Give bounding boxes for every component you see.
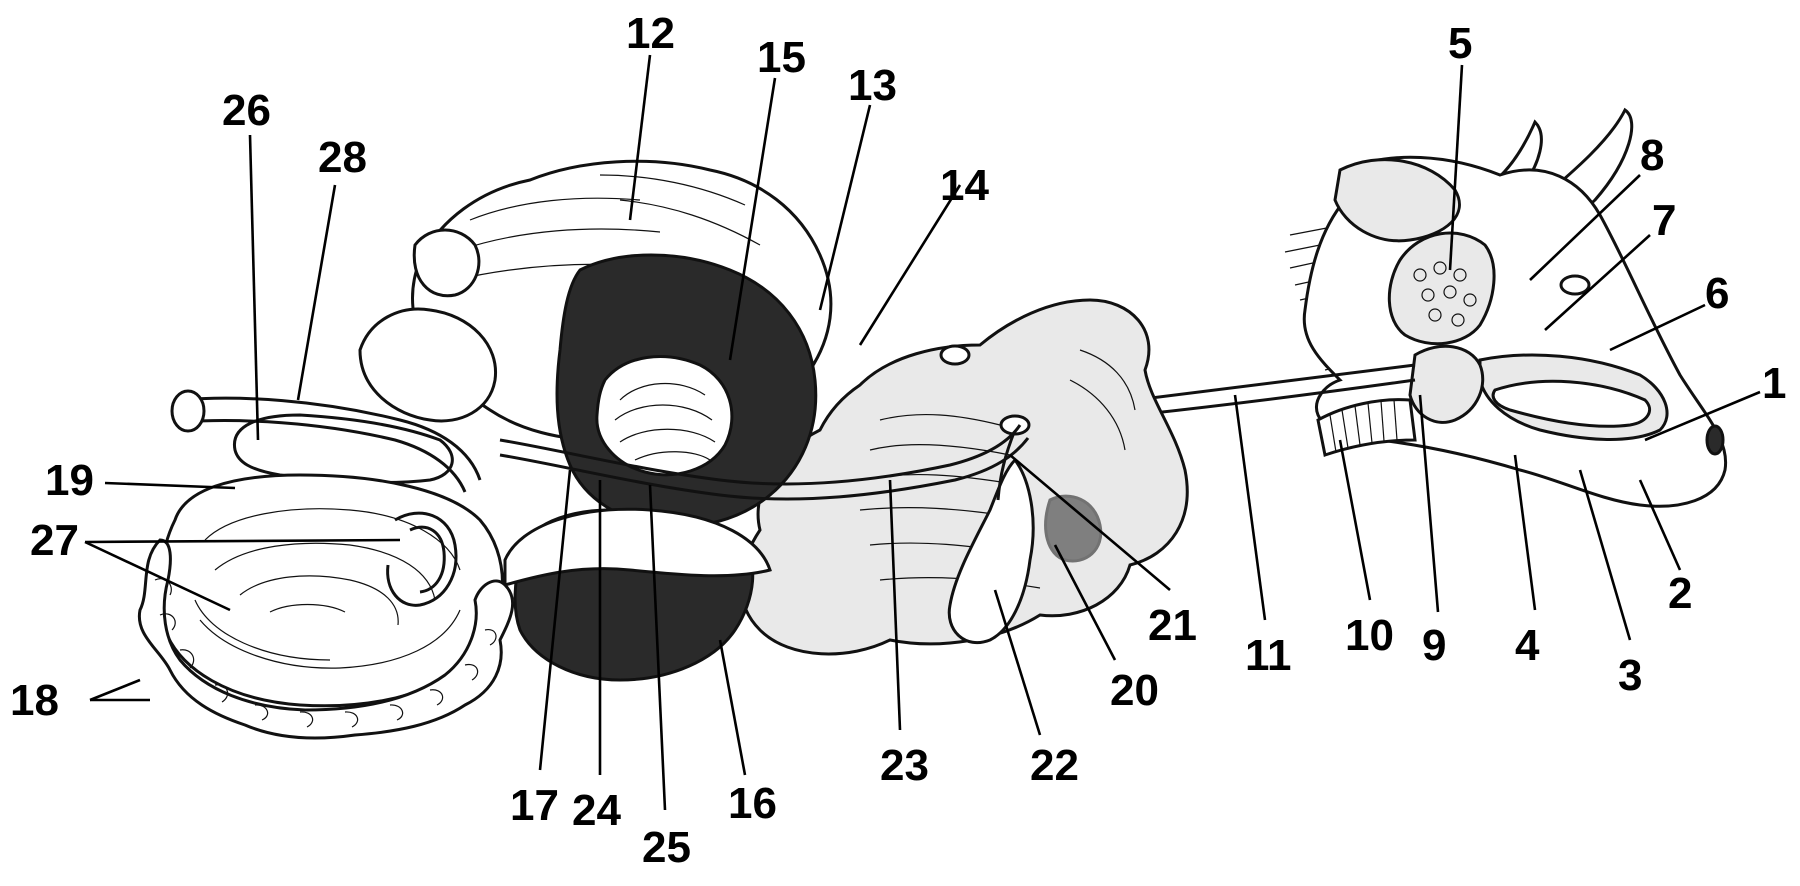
callout-9: 9 (1422, 621, 1446, 670)
colon-loop (386, 511, 458, 607)
callout-labels: 1 2 3 4 5 6 7 8 9 10 11 12 13 14 15 16 1… (10, 9, 1786, 872)
leader-20 (1053, 544, 1117, 661)
leader-27b (84, 540, 231, 612)
head-illustration (1284, 107, 1728, 508)
callout-4: 4 (1515, 621, 1540, 670)
pancreas (1044, 494, 1103, 563)
callout-23: 23 (880, 741, 929, 790)
leader-18a (89, 678, 141, 702)
pharynx (1408, 344, 1485, 424)
callout-17: 17 (510, 781, 559, 830)
callout-10: 10 (1345, 611, 1394, 660)
callout-26: 26 (222, 86, 271, 135)
leader-16 (718, 639, 747, 776)
jejunum (137, 538, 515, 740)
duodenum (499, 424, 1022, 486)
leader-12 (628, 54, 652, 221)
callout-27: 27 (30, 516, 79, 565)
rumen-cranial-lobe (358, 307, 498, 423)
callout-1: 1 (1762, 359, 1786, 408)
leader-14 (858, 184, 962, 346)
parotid-gland (1387, 231, 1496, 346)
leader-3 (1578, 469, 1632, 641)
intestines (137, 389, 515, 740)
callout-13: 13 (848, 61, 897, 110)
callout-2: 2 (1668, 569, 1692, 618)
bile-duct (996, 429, 1017, 501)
callout-6: 6 (1705, 269, 1729, 318)
leader-17 (538, 469, 572, 771)
leader-9 (1418, 394, 1440, 613)
leader-6 (1609, 303, 1706, 352)
callout-21: 21 (1148, 601, 1197, 650)
nostril (1705, 424, 1725, 456)
callout-5: 5 (1448, 19, 1472, 68)
callout-18: 18 (10, 676, 59, 725)
leader-28 (296, 184, 337, 401)
leader-25 (648, 484, 667, 811)
callout-25: 25 (642, 823, 691, 872)
omasum (595, 355, 734, 477)
callout-20: 20 (1110, 666, 1159, 715)
leader-23 (888, 479, 902, 731)
callout-3: 3 (1618, 651, 1642, 700)
callout-19: 19 (45, 456, 94, 505)
rumen-complex (358, 159, 1030, 682)
leader-26 (248, 134, 260, 441)
leader-19 (104, 481, 236, 490)
gallbladder (947, 457, 1035, 644)
leader-1 (1644, 390, 1761, 442)
leader-21 (1009, 454, 1171, 591)
callout-8: 8 (1640, 131, 1664, 180)
eye (1559, 274, 1591, 296)
cecum-tube (179, 396, 482, 481)
leader-4 (1513, 454, 1537, 611)
leader-lines (84, 54, 1761, 811)
leader-27a (84, 538, 401, 544)
leader-15 (728, 77, 777, 361)
callout-7: 7 (1652, 196, 1676, 245)
leader-5 (1448, 64, 1464, 271)
leader-10 (1338, 439, 1372, 601)
callout-15: 15 (757, 33, 806, 82)
leader-7 (1544, 234, 1651, 331)
leader-8 (1529, 174, 1641, 281)
leader-13 (818, 104, 872, 311)
leader-22 (993, 589, 1042, 736)
callout-11: 11 (1245, 631, 1292, 680)
callout-12: 12 (626, 9, 675, 58)
callout-28: 28 (318, 133, 367, 182)
leader-11 (1233, 394, 1267, 621)
tongue (1491, 379, 1651, 428)
leader-2 (1638, 479, 1682, 571)
callout-16: 16 (728, 779, 777, 828)
callout-14: 14 (940, 161, 989, 210)
callout-24: 24 (572, 786, 621, 835)
callout-22: 22 (1030, 741, 1079, 790)
